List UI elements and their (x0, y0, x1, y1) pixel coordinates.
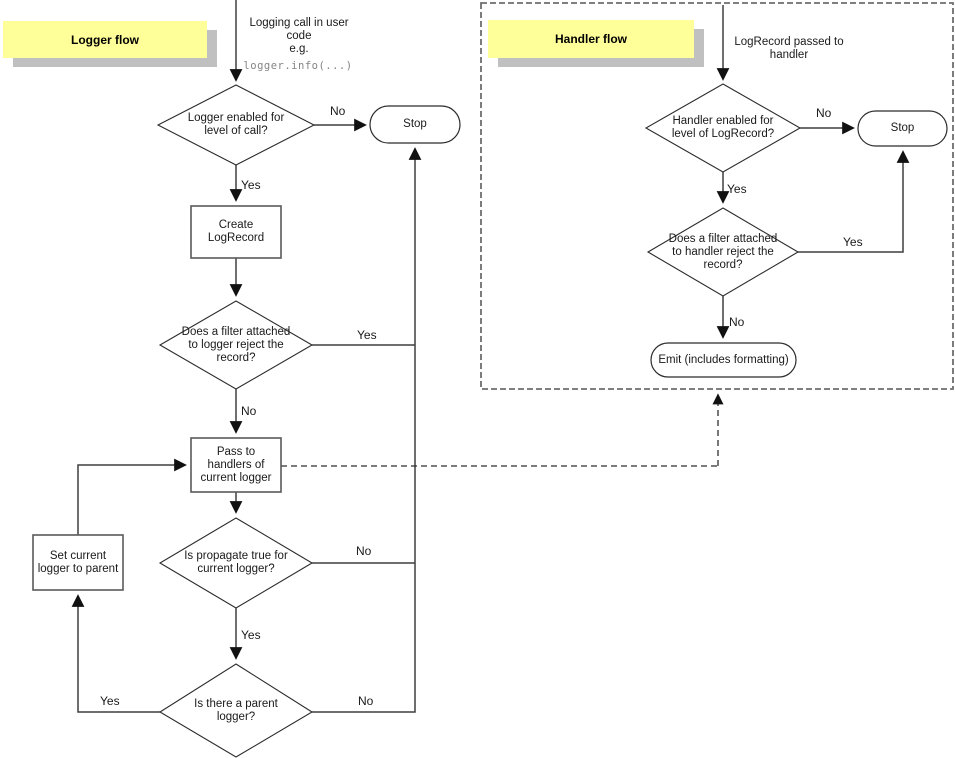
handler-entry-text: LogRecord passed to handler (734, 36, 844, 61)
edge-label-enabled-no: No (330, 104, 346, 118)
edge-parent-yes-to-set-logger (71, 594, 160, 713)
terminator-emit-shape (650, 342, 797, 378)
edge-label-handler-enabled-yes: Yes (727, 182, 747, 196)
decision-handler-filter-shape (646, 207, 800, 297)
edge-label-filter-yes: Yes (357, 328, 377, 342)
decision-parent-logger-shape (158, 663, 314, 758)
terminator-logger-stop-label: Stop (403, 118, 427, 130)
process-set-current-logger-shape (32, 534, 124, 591)
process-pass-to-handlers-shape (190, 437, 282, 493)
edge-set-logger-to-pass (77, 458, 187, 535)
decision-handler-filter-label: Does a filter attached to handler reject… (668, 232, 778, 271)
edge-label-propagate-no: No (356, 544, 372, 558)
decision-logger-filter-shape (158, 300, 314, 390)
edge-handler-filter-yes-to-stop (798, 150, 910, 253)
edge-label-enabled-yes: Yes (241, 178, 261, 192)
logger-flow-title: Logger flow (3, 21, 207, 58)
logger-entry-code: logger.info(...) (243, 59, 353, 72)
edge-label-handler-enabled-no: No (816, 106, 832, 120)
logger-entry-text: Logging call in user code e.g. (249, 16, 349, 55)
process-set-current-logger-label: Set current logger to parent (37, 549, 119, 575)
edge-label-parent-yes: Yes (100, 694, 120, 708)
terminator-emit-label: Emit (includes formatting) (658, 353, 789, 366)
decision-logger-filter-label: Does a filter attached to logger reject … (181, 325, 291, 364)
decision-handler-enabled-label: Handler enabled for level of LogRecord? (671, 115, 775, 140)
terminator-handler-stop-shape (857, 110, 948, 147)
terminator-logger-stop-shape (369, 105, 461, 144)
process-create-logrecord-shape (190, 205, 282, 259)
decision-handler-enabled-shape (644, 83, 802, 173)
edge-label-filter-no: No (241, 404, 257, 418)
process-create-logrecord-label: Create LogRecord (207, 219, 265, 244)
decision-propagate-shape (158, 517, 314, 609)
decision-logger-enabled-shape (156, 84, 316, 166)
terminator-handler-stop-label: Stop (890, 122, 915, 134)
edge-label-handler-filter-no: No (729, 315, 745, 329)
edge-parent-no-rail-to-stop (312, 147, 422, 713)
decision-parent-logger-label: Is there a parent logger? (194, 698, 278, 723)
process-pass-to-handlers-label: Pass to handlers of current logger (200, 445, 272, 484)
edge-label-parent-no: No (358, 694, 374, 708)
edge-label-propagate-yes: Yes (241, 628, 261, 642)
handler-flow-boundary (480, 2, 954, 390)
decision-logger-enabled-label: Logger enabled for level of call? (187, 112, 285, 137)
handler-flow-title: Handler flow (488, 20, 694, 58)
edge-label-handler-filter-yes: Yes (843, 235, 863, 249)
decision-propagate-label: Is propagate true for current logger? (184, 550, 288, 575)
